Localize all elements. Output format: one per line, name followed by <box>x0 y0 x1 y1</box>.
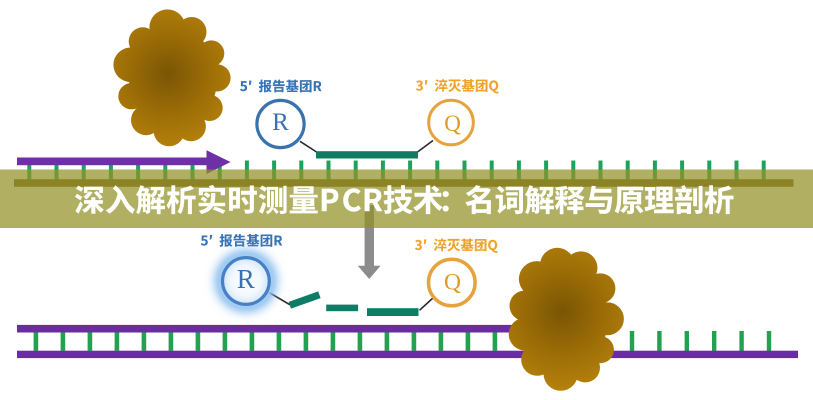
svg-text:Q: Q <box>444 270 461 296</box>
svg-text:Q: Q <box>444 111 461 136</box>
svg-text:R: R <box>237 264 255 294</box>
svg-text:R: R <box>272 109 289 136</box>
